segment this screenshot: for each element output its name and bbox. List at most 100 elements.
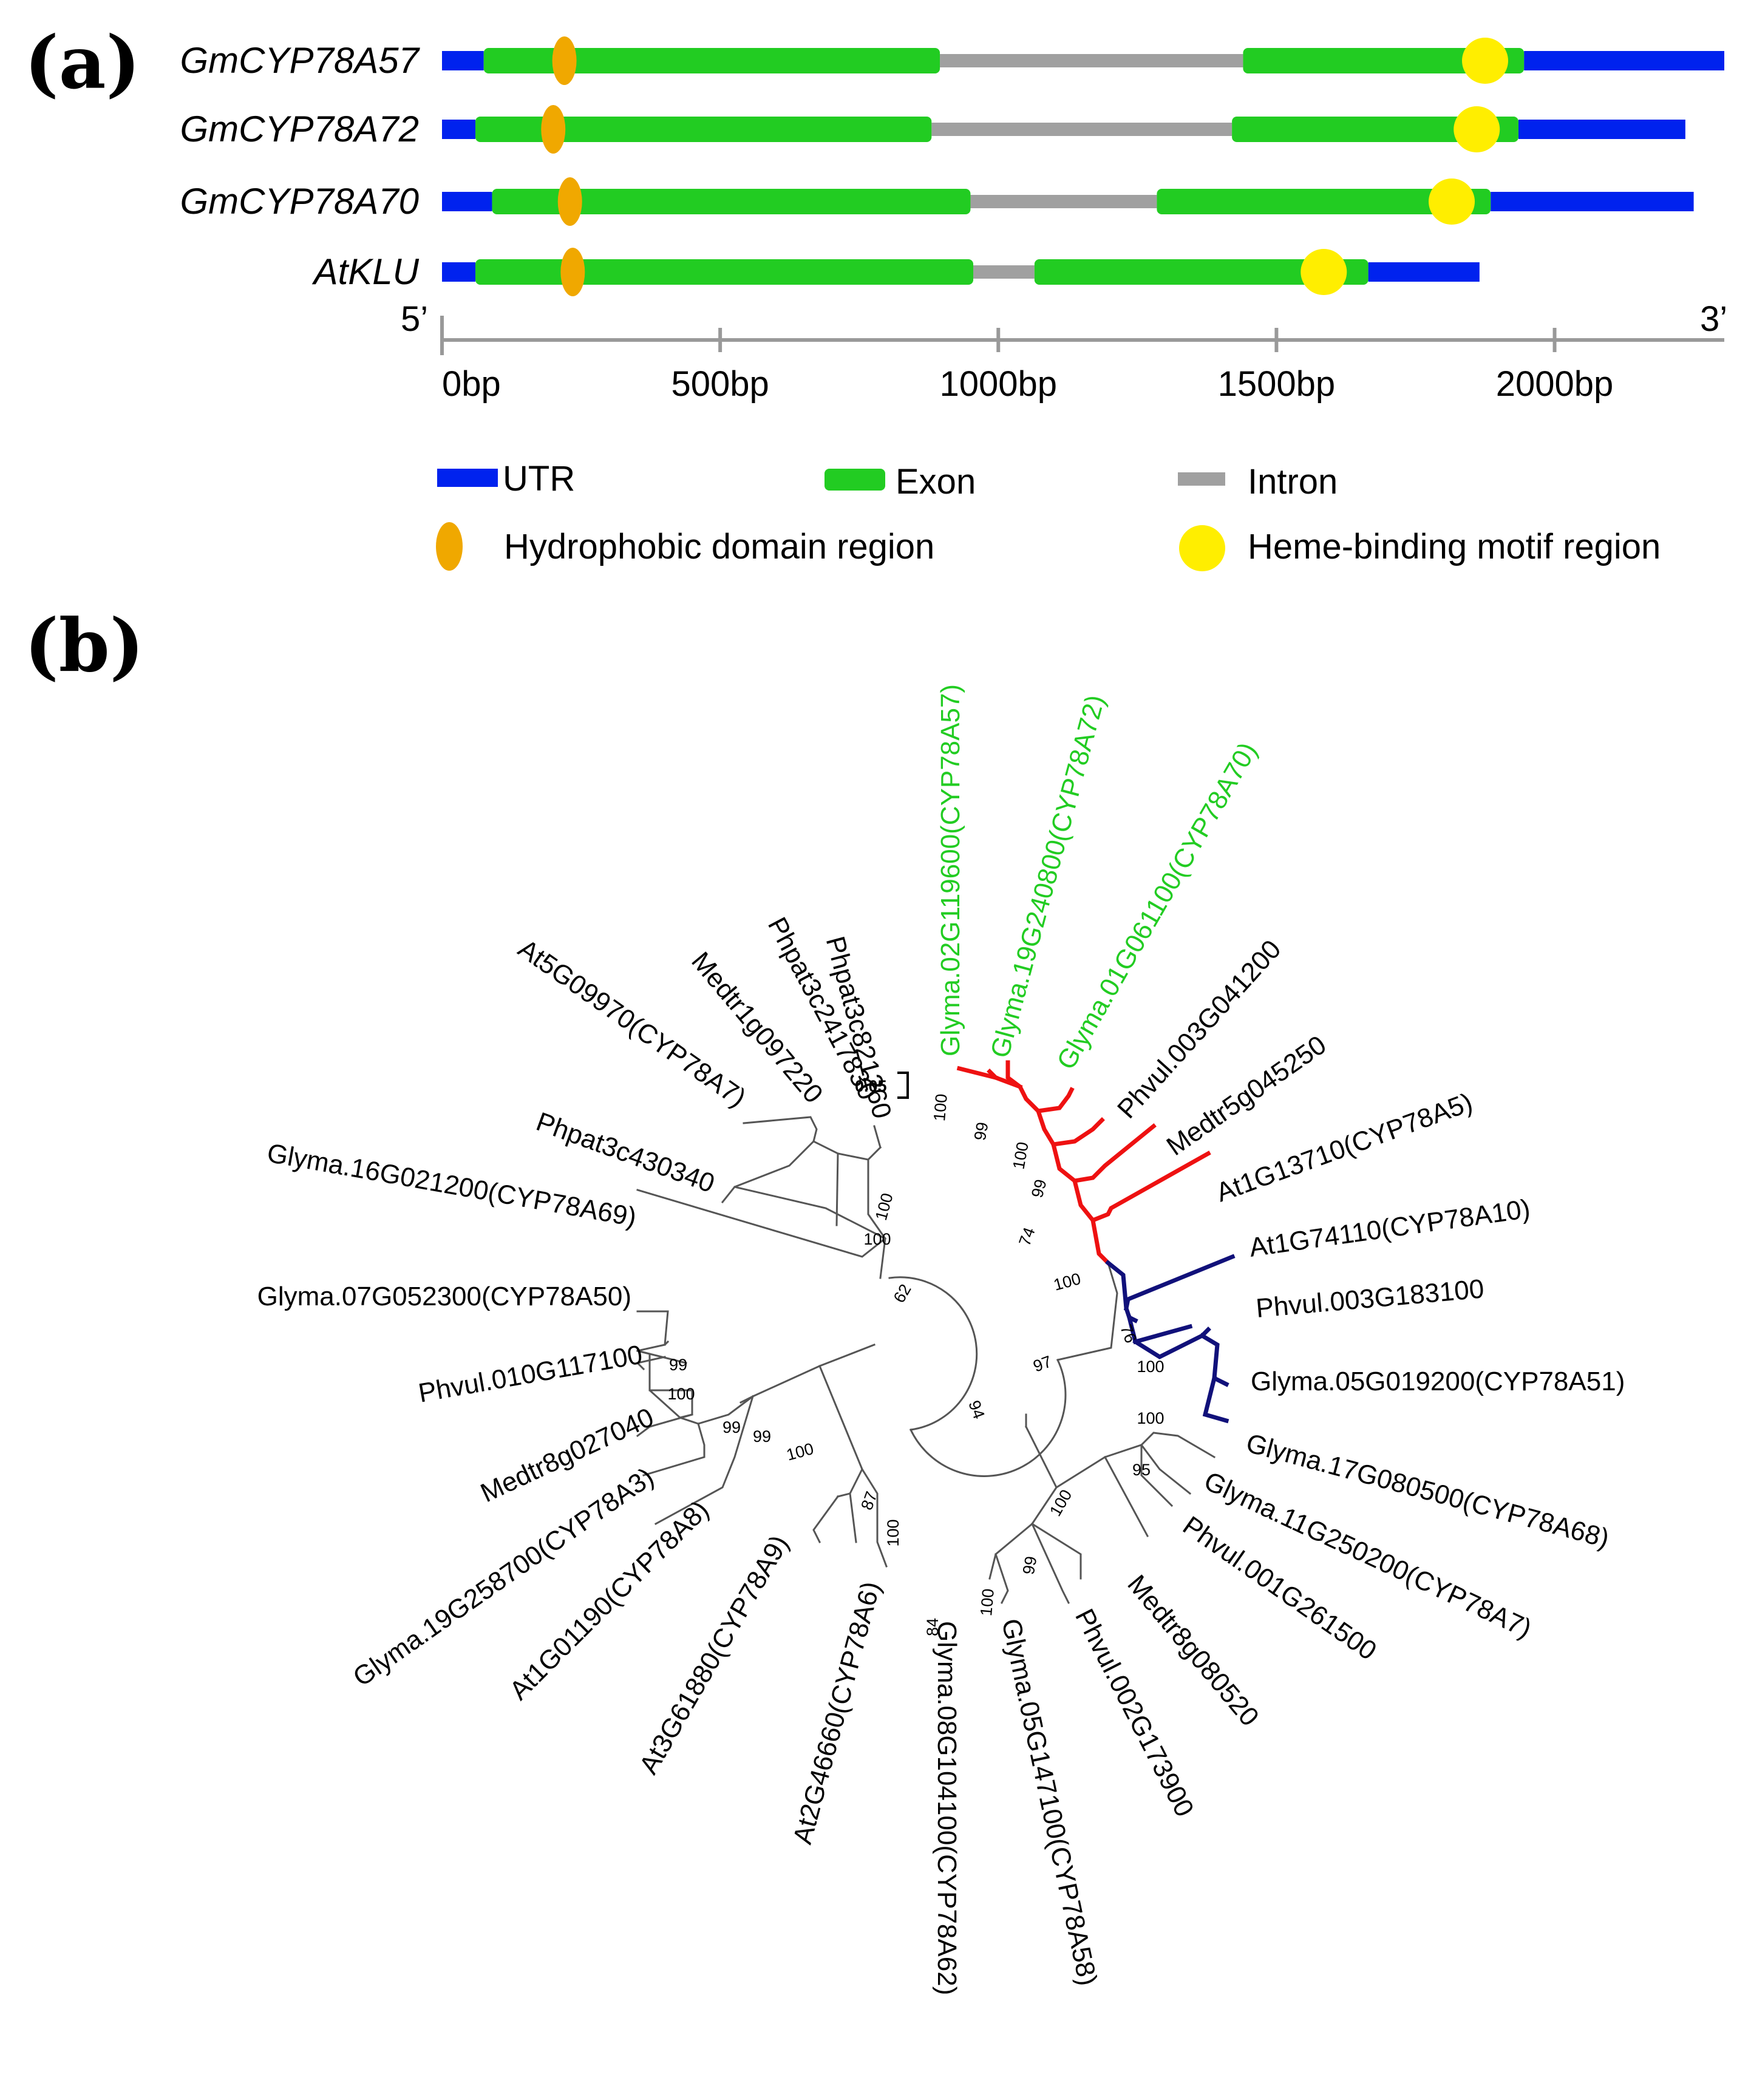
branch-glyma05g147 (1031, 1523, 1070, 1605)
tree-branches-red (956, 1060, 1211, 1266)
leaf-label: Glyma.05G147100(CYP78A58) (996, 1616, 1103, 1988)
legend-heme-swatch (1179, 525, 1225, 571)
branch-phvul003g041 (1035, 1087, 1075, 1147)
legend-hydrophobic-swatch (436, 522, 463, 571)
hydrophobic-domain-marker (557, 177, 582, 226)
hydrophobic-domain-marker (541, 105, 566, 154)
exon1-segment (475, 117, 932, 142)
intron-segment (931, 123, 1232, 136)
branch-glyma19g258 (654, 1395, 754, 1526)
gene-row: GmCYP78A70 (180, 177, 1694, 226)
bootstrap-value: 100 (884, 1519, 902, 1546)
branch-medtr8g027 (642, 1422, 706, 1476)
bootstrap-value: 100 (1052, 1269, 1083, 1294)
branch-phpat430 (636, 1189, 887, 1258)
legend: UTR Exon Intron Hydrophobic domain regio… (436, 459, 1661, 571)
bootstrap-value: 99 (971, 1121, 992, 1142)
leaf-label: Glyma.08G104100(CYP78A62) (932, 1621, 962, 1995)
branch-medtr5g (1050, 1117, 1105, 1184)
branch-glyma17-blue (1202, 1375, 1229, 1424)
bootstrap-value: 97 (1031, 1352, 1054, 1375)
gene-row: GmCYP78A57 (180, 36, 1724, 85)
leaf-label: At1G74110(CYP78A10) (1248, 1194, 1532, 1262)
branch-at1g13710 (1072, 1123, 1157, 1223)
bootstrap-value: 94 (965, 1398, 988, 1421)
legend-utr-swatch (437, 469, 498, 487)
branch-at1g01190 (812, 1495, 840, 1544)
utr5-segment (442, 51, 484, 70)
exon2-segment (1034, 259, 1368, 285)
utr5-segment (442, 120, 475, 139)
branch-at1g74110 (1090, 1150, 1211, 1266)
exon2-segment (1243, 48, 1525, 73)
branch-ul-2 (812, 1140, 869, 1161)
branch-left-1 (739, 1344, 875, 1404)
legend-hydrophobic-label: Hydrophobic domain region (504, 527, 934, 566)
branch-ul-1 (867, 1146, 886, 1279)
legend-intron-label: Intron (1248, 462, 1338, 501)
leaf-label: Glyma.02G119600(CYP78A57) (936, 684, 965, 1056)
panel-a-label: (a) (24, 20, 140, 106)
branch-at2g46660 (860, 1467, 888, 1568)
branch-phvul002 (1030, 1522, 1082, 1580)
branch-at3g61880 (849, 1492, 857, 1543)
bootstrap-value: 99 (722, 1418, 741, 1436)
axis-tick-label: 0bp (442, 364, 501, 404)
bootstrap-value: 74 (1015, 1225, 1038, 1248)
branch-at-1 (818, 1365, 863, 1498)
branch-at5g (733, 1186, 887, 1240)
hydrophobic-domain-marker (560, 248, 585, 296)
branch-phvul001 (1104, 1443, 1174, 1507)
tree-bootstrap-labels: 1009910099741007610010097949910099841008… (667, 1093, 1164, 1636)
gene-row: GmCYP78A72 (180, 105, 1685, 154)
utr5-segment (442, 262, 475, 282)
tree-branches-default (636, 1116, 1216, 1605)
exon1-segment (475, 259, 974, 285)
bootstrap-value: 100 (930, 1093, 951, 1122)
intron-segment (940, 54, 1243, 67)
bootstrap-value: 100 (667, 1385, 695, 1403)
intron-segment (970, 195, 1157, 208)
branch-glyma02 (956, 1065, 999, 1081)
leaf-label: At1G01190(CYP78A8) (504, 1495, 715, 1705)
scale-bar-label: 0.05 (855, 1077, 887, 1095)
bootstrap-value: 99 (753, 1427, 771, 1446)
tree-central-arc-right (909, 1359, 1067, 1477)
leaf-label: Glyma.05G019200(CYP78A51) (1251, 1367, 1625, 1396)
branch-glyma07-leaf (636, 1356, 666, 1371)
bootstrap-value: 84 (923, 1618, 942, 1636)
gene-name-label: GmCYP78A57 (180, 40, 420, 81)
leaf-label: Phvul.003G183100 (1255, 1274, 1486, 1324)
panel-b-label: (b) (24, 603, 144, 688)
legend-exon-label: Exon (896, 462, 976, 501)
bootstrap-value: 95 (1132, 1461, 1151, 1479)
legend-utr-label: UTR (503, 459, 575, 498)
axis-5prime-label: 5’ (401, 299, 428, 339)
phylogenetic-tree: 0.05 (636, 1060, 1236, 1605)
utr3-segment (1524, 51, 1724, 70)
bootstrap-value: 100 (977, 1588, 998, 1617)
heme-motif-marker (1429, 178, 1475, 225)
gene-name-label: GmCYP78A70 (180, 181, 419, 222)
branch-root-right (1056, 1262, 1118, 1361)
branch-glyma16 (636, 1340, 670, 1352)
branch-glyma05g019 (1199, 1333, 1229, 1387)
bootstrap-value: 100 (1137, 1409, 1164, 1427)
branch-phpat821 (873, 1125, 882, 1149)
bootstrap-value: 100 (1046, 1486, 1076, 1519)
legend-heme-label: Heme-binding motif region (1248, 527, 1661, 566)
intron-segment (973, 265, 1035, 279)
bootstrap-value: 100 (784, 1439, 815, 1464)
leaf-label: Phpat3c430340 (532, 1107, 718, 1198)
bootstrap-value: 100 (1009, 1141, 1032, 1171)
branch-phvul010 (636, 1413, 693, 1438)
axis-tick-label: 2000bp (1496, 364, 1614, 404)
tree-leaf-labels: Glyma.02G119600(CYP78A57)Glyma.19G240800… (257, 684, 1625, 1995)
branch-glyma11 (1140, 1443, 1192, 1495)
gene-row: AtKLU (312, 248, 1480, 296)
utr3-segment (1368, 262, 1480, 282)
exon2-segment (1157, 189, 1491, 214)
exon1-segment (483, 48, 940, 73)
